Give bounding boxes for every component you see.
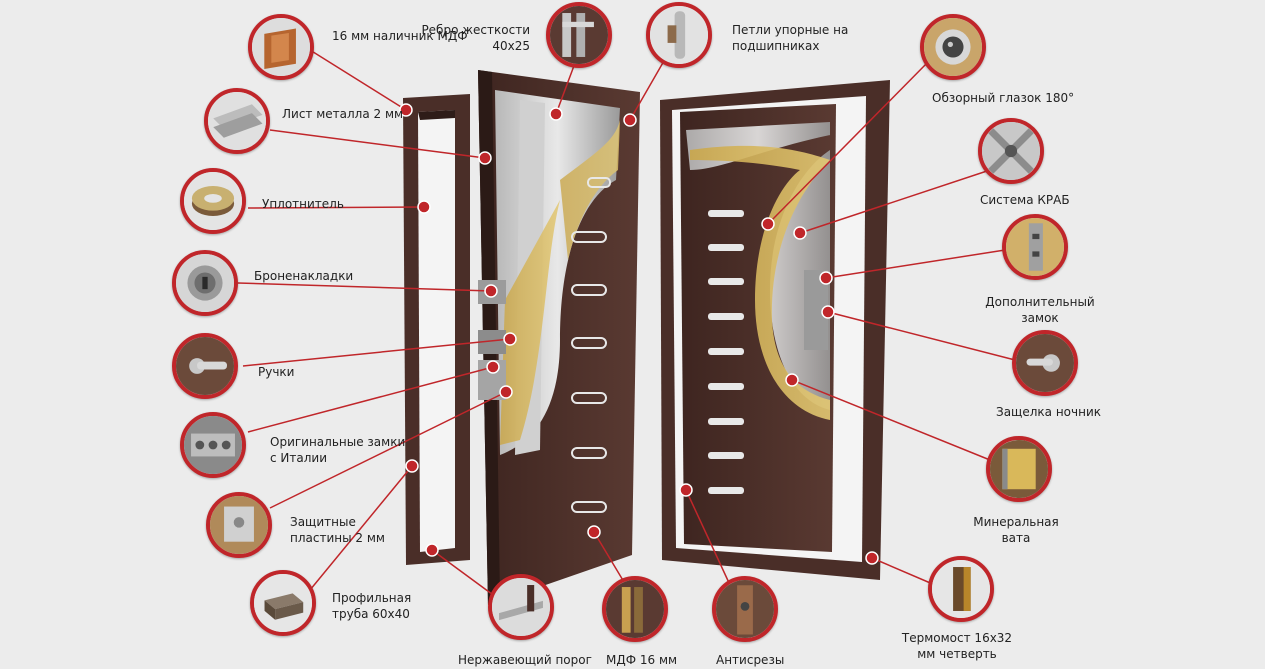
crab-system-icon bbox=[978, 118, 1044, 184]
right-door-leaf bbox=[680, 104, 836, 552]
label-seal: Уплотнитель bbox=[262, 197, 344, 211]
label-profile-pipe: Профильная труба 60х40 bbox=[332, 591, 412, 621]
metal-sheet-icon bbox=[204, 88, 270, 154]
label-threshold: Нержавеющий порог bbox=[458, 653, 592, 667]
label-peephole: Обзорный глазок 180° bbox=[932, 91, 1075, 105]
handle-icon bbox=[172, 333, 238, 399]
thermo-bridge-icon bbox=[928, 556, 994, 622]
night-latch-icon bbox=[1012, 330, 1078, 396]
label-mdf-casing: 16 мм наличник МДФ bbox=[332, 29, 468, 43]
label-thermo: Термомост 16х32 мм четверть bbox=[901, 631, 1013, 661]
label-crab: Система КРАБ bbox=[980, 193, 1070, 207]
label-night-latch: Защелка ночник bbox=[996, 405, 1101, 419]
protective-plate-icon bbox=[206, 492, 272, 558]
label-locks: Оригинальные замки с Италии bbox=[270, 435, 406, 465]
label-armor-pads: Броненакладки bbox=[254, 269, 354, 283]
profile-pipe-icon bbox=[250, 570, 316, 636]
anti-cut-icon bbox=[712, 576, 778, 642]
lock-icon bbox=[180, 412, 246, 478]
armor-pad-icon bbox=[172, 250, 238, 316]
hinge-icon bbox=[646, 2, 712, 68]
label-anti-cut: Антисрезы bbox=[716, 653, 785, 667]
rib-icon bbox=[546, 2, 612, 68]
threshold-icon bbox=[488, 574, 554, 640]
mineral-wool-icon bbox=[986, 436, 1052, 502]
seal-icon bbox=[180, 168, 246, 234]
label-rib: Ребро жесткости 40х25 bbox=[421, 23, 530, 53]
mdf-casing-icon bbox=[248, 14, 314, 80]
peephole-icon bbox=[920, 14, 986, 80]
label-hinges: Петли упорные на подшипниках bbox=[732, 23, 849, 53]
label-extra-lock: Дополнительный замок bbox=[985, 295, 1095, 325]
label-plates: Защитные пластины 2 мм bbox=[290, 515, 385, 545]
mdf16-icon bbox=[602, 576, 668, 642]
label-mdf16: МДФ 16 мм bbox=[606, 653, 678, 667]
leader-dots bbox=[399, 103, 879, 565]
extra-lock-icon bbox=[1002, 214, 1068, 280]
label-mineral-wool: Минеральная вата bbox=[973, 515, 1059, 545]
leader-lines bbox=[237, 39, 1016, 601]
left-door-frame bbox=[403, 94, 470, 565]
label-handles: Ручки bbox=[258, 365, 295, 379]
label-metal-sheet: Лист металла 2 мм bbox=[282, 107, 404, 121]
left-door-leaf bbox=[478, 70, 640, 605]
